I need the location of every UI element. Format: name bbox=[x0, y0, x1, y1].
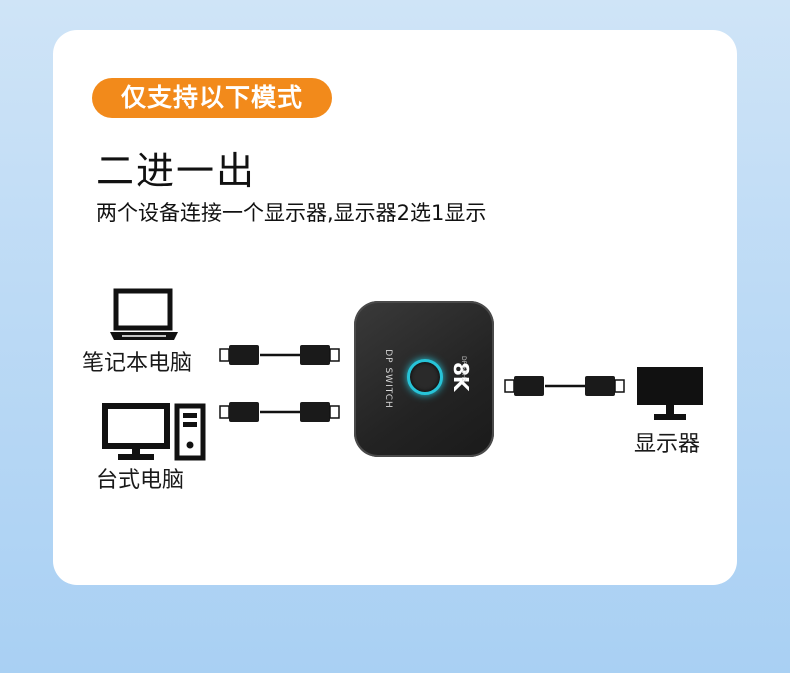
switch-dp-rate: DP 60Hz bbox=[460, 356, 467, 382]
laptop-icon bbox=[110, 288, 178, 340]
dp-cable-laptop bbox=[219, 345, 340, 365]
laptop-label: 笔记本电脑 bbox=[82, 351, 193, 376]
desktop-tower-icon bbox=[174, 403, 206, 461]
monitor-icon bbox=[637, 367, 703, 420]
monitor-label: 显示器 bbox=[634, 432, 701, 457]
page-title: 二进一出 bbox=[96, 149, 257, 193]
desktop-label: 台式电脑 bbox=[96, 468, 185, 493]
dp-cable-monitor bbox=[504, 376, 625, 396]
desktop-monitor-icon bbox=[102, 403, 170, 460]
dp-cable-desktop bbox=[219, 402, 340, 422]
mode-badge: 仅支持以下模式 bbox=[92, 78, 332, 118]
switch-select-button[interactable] bbox=[407, 359, 443, 395]
switch-side-text: DP SWITCH bbox=[383, 349, 393, 409]
page-subtitle: 两个设备连接一个显示器,显示器2选1显示 bbox=[96, 201, 487, 225]
